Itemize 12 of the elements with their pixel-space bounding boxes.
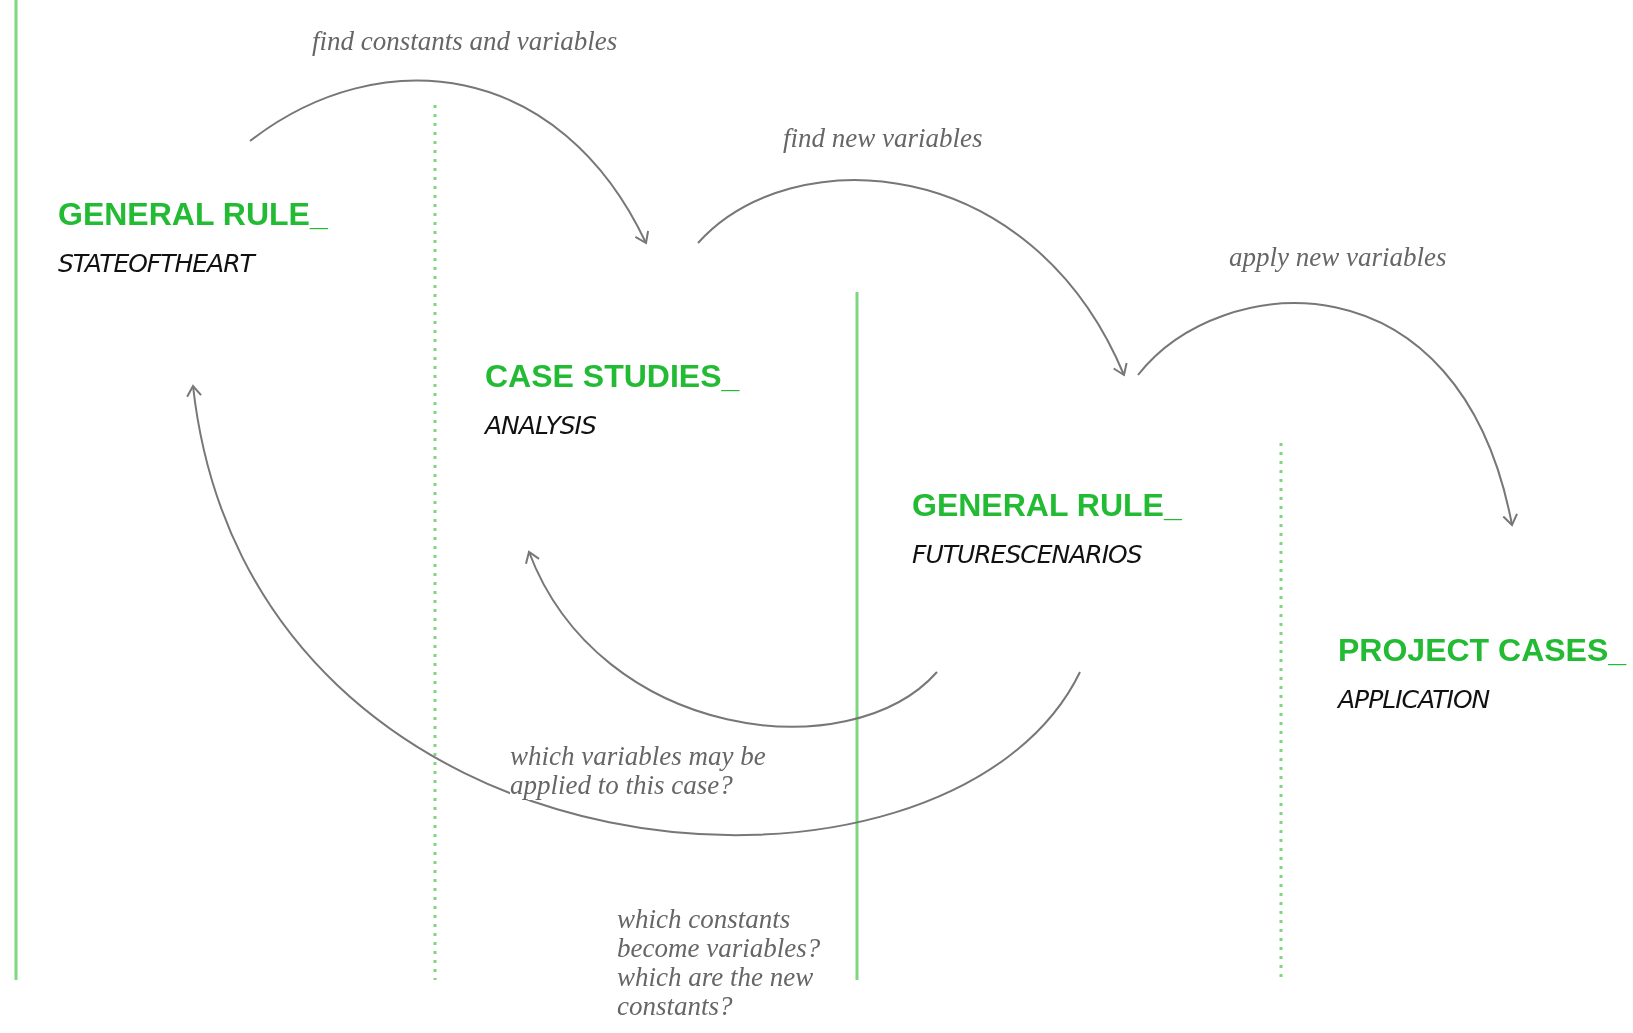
section-subtitle: ANALYSIS [485, 411, 596, 440]
curved-arrow [1137, 302, 1518, 526]
section-subtitle: FUTURESCENARIOS [912, 540, 1142, 569]
section-subtitle: APPLICATION [1338, 685, 1490, 714]
curved-arrow [249, 79, 649, 244]
section-heading: PROJECT CASES_ [1338, 632, 1627, 669]
curved-arrow [697, 179, 1127, 376]
section-heading: GENERAL RULE_ [912, 487, 1182, 524]
curved-arrow [187, 385, 1081, 836]
curved-arrow [526, 551, 938, 728]
section-heading: GENERAL RULE_ [58, 196, 328, 233]
section-heading: CASE STUDIES_ [485, 358, 740, 395]
